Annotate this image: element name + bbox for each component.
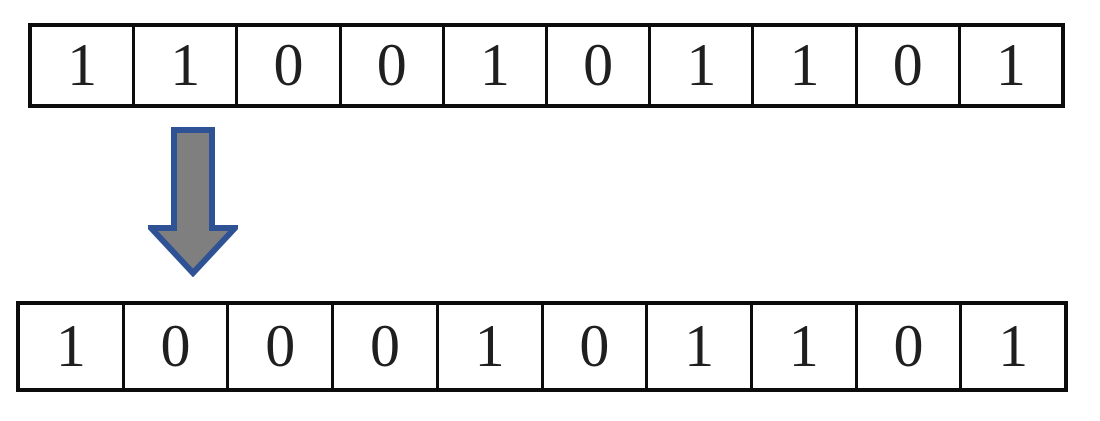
bit-cell: 1 <box>441 27 545 104</box>
bit-cell: 1 <box>751 27 854 104</box>
bit-cell: 1 <box>67 31 98 98</box>
bit-cell: 1 <box>645 305 750 388</box>
bit-cell: 1 <box>132 27 235 104</box>
bit-cell: 0 <box>854 27 958 104</box>
bit-cell: 1 <box>435 305 541 388</box>
bit-row-after: 1 0 0 0 1 0 1 1 0 1 <box>16 301 1068 392</box>
bit-row-before: 1 1 0 0 1 0 1 1 0 1 <box>28 23 1065 108</box>
bit-cell: 1 <box>648 27 751 104</box>
down-arrow-shape <box>144 127 242 278</box>
bit-cell: 0 <box>338 27 442 104</box>
bit-cell: 1 <box>959 305 1064 388</box>
bit-cell: 1 <box>55 312 86 379</box>
bit-cell: 0 <box>226 305 331 388</box>
bit-cell: 0 <box>121 305 227 388</box>
bit-cell: 0 <box>540 305 646 388</box>
down-arrow-icon <box>144 127 242 278</box>
bit-cell: 0 <box>545 27 648 104</box>
bit-cell: 1 <box>957 27 1061 104</box>
bit-cell: 0 <box>235 27 338 104</box>
bit-cell: 0 <box>331 305 436 388</box>
bit-cell: 1 <box>749 305 855 388</box>
bit-cell: 0 <box>854 305 960 388</box>
